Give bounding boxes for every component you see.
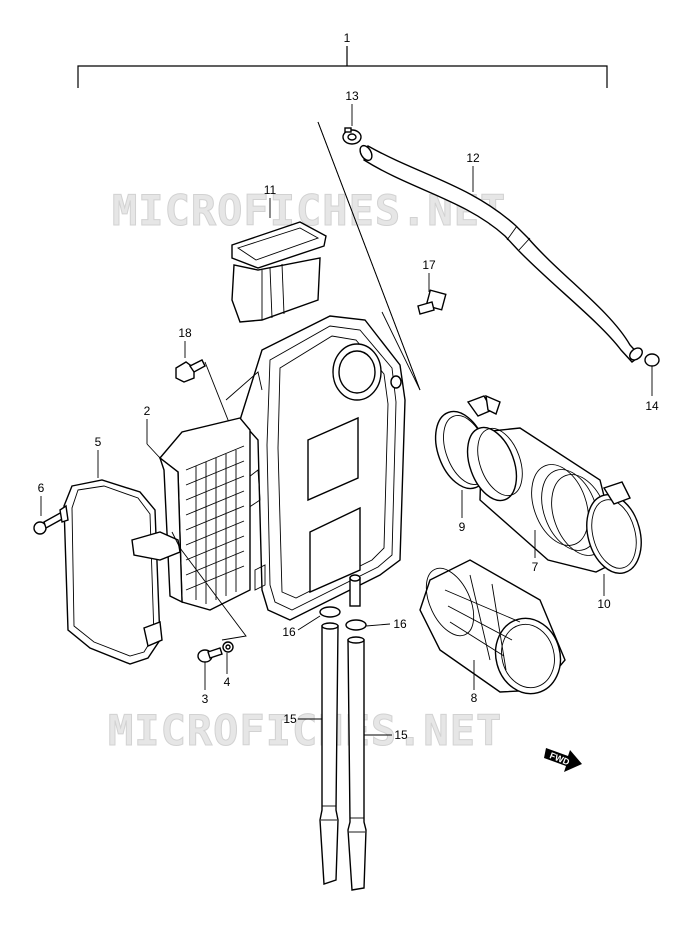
- assembly-bracket: [77, 46, 608, 88]
- fwd-label: FWD: [548, 750, 571, 767]
- callout-15: 15: [394, 728, 408, 742]
- fastener-leader: [171, 531, 247, 641]
- callout-7: 7: [531, 560, 539, 574]
- callout-1: 1: [343, 31, 351, 45]
- intake-duct-11: [231, 198, 327, 323]
- drain-tube-15-right: [347, 636, 392, 891]
- callout-4: 4: [223, 675, 231, 689]
- callout-14: 14: [645, 399, 659, 413]
- intake-pipe-7: [466, 426, 621, 573]
- bolt-18: [175, 341, 233, 431]
- clamp-13: [342, 104, 362, 145]
- callout-8: 8: [470, 691, 478, 705]
- clip-14: [644, 353, 660, 396]
- callout-6: 6: [37, 481, 45, 495]
- filter-mesh: [185, 445, 245, 604]
- bolt-17: [417, 273, 447, 315]
- callout-17: 17: [422, 258, 436, 272]
- intake-boot-8: [419, 559, 566, 695]
- callout-12: 12: [466, 151, 480, 165]
- callout-5: 5: [94, 435, 102, 449]
- plug-16-right: [345, 619, 391, 631]
- screw-6: [33, 496, 69, 535]
- callout-10: 10: [597, 597, 611, 611]
- callout-16: 16: [393, 617, 407, 631]
- watermark-bottom: MICROFICHES.NET: [107, 706, 503, 756]
- callout-16: 16: [282, 625, 296, 639]
- callout-9: 9: [458, 520, 466, 534]
- breather-hose-12: [359, 144, 643, 363]
- clamp-10: [586, 481, 642, 596]
- fwd-arrow-icon: FWD: [544, 748, 582, 772]
- filter-element-2: [146, 417, 251, 611]
- assembly-leader: [317, 121, 421, 391]
- callout-13: 13: [345, 89, 359, 103]
- filter-cover-5: [63, 450, 181, 665]
- air-cleaner-case: [225, 315, 406, 621]
- plug-16-left: [297, 606, 341, 631]
- callout-11: 11: [263, 183, 277, 197]
- washer-4: [222, 641, 234, 674]
- callout-18: 18: [178, 326, 192, 340]
- callout-3: 3: [201, 692, 209, 706]
- screw-3: [197, 647, 223, 690]
- callout-2: 2: [143, 404, 151, 418]
- drain-tube-15-left: [298, 622, 339, 885]
- callout-15: 15: [283, 712, 297, 726]
